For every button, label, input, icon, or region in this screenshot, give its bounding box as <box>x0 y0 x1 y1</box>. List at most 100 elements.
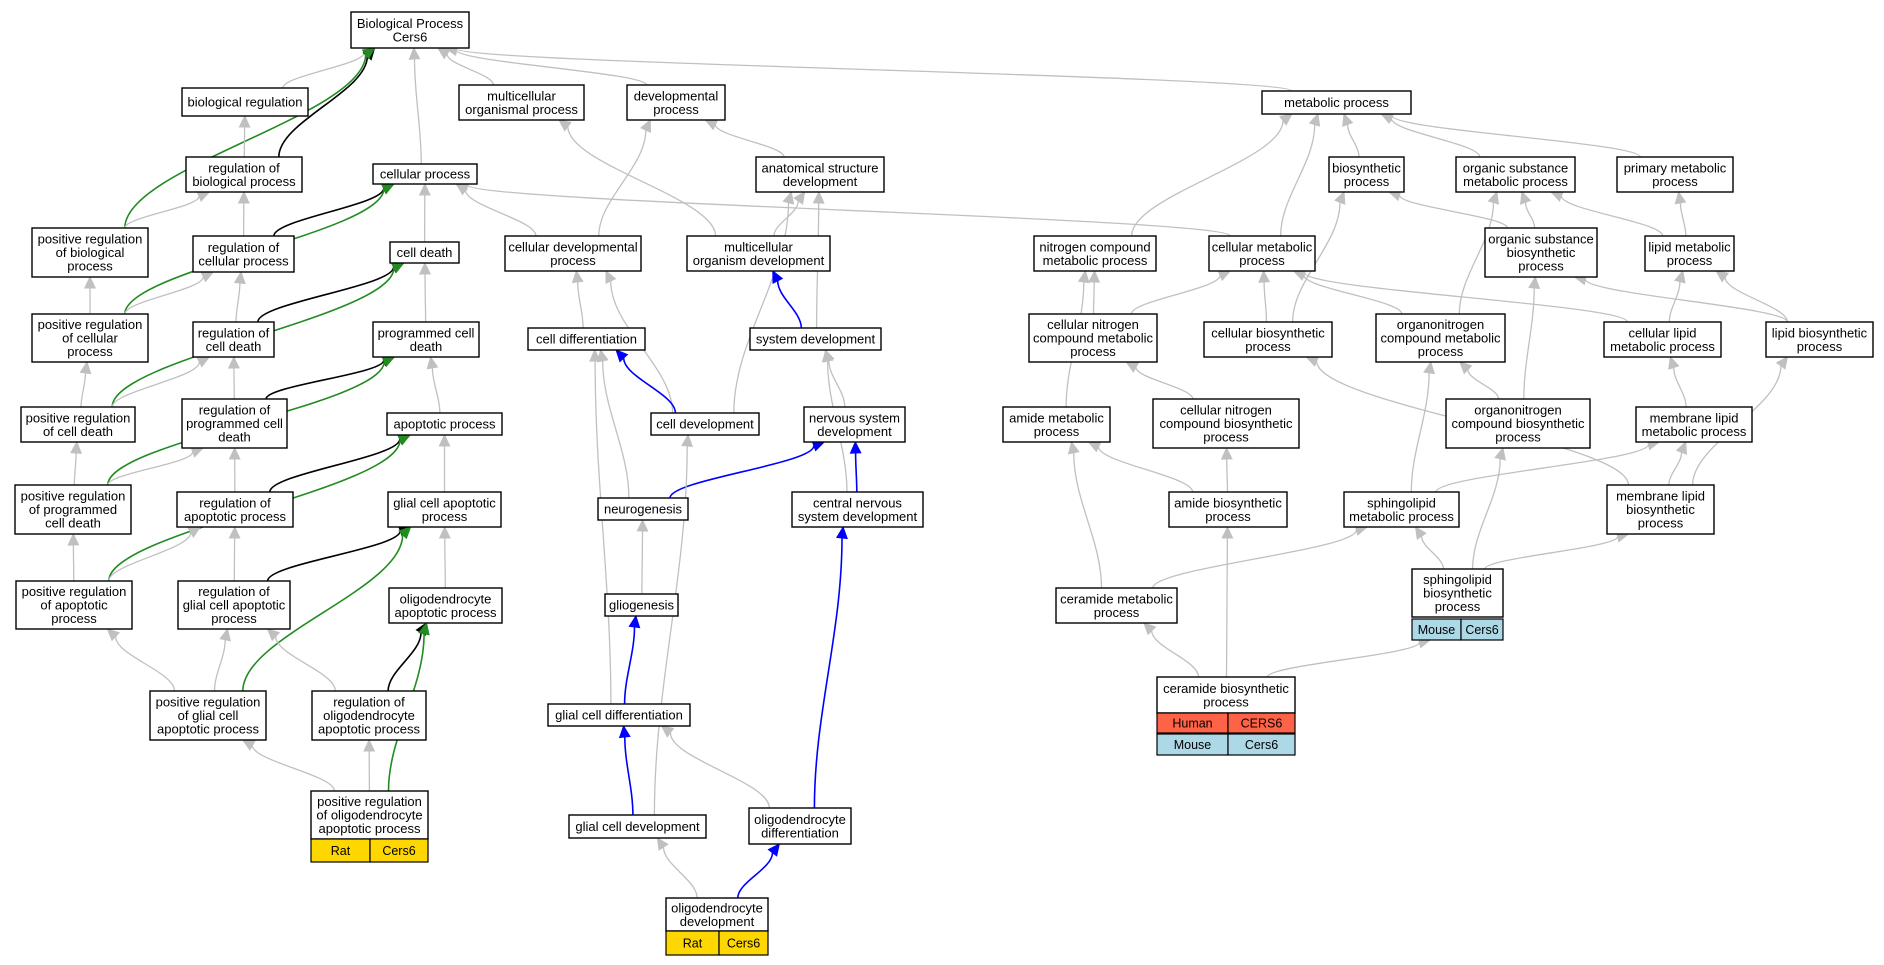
edge-posregapop-to-regapop <box>108 532 192 582</box>
arrowhead-nitmet-to-metab <box>1279 113 1293 126</box>
node-metab[interactable]: metabolic process <box>1261 90 1412 115</box>
edge-cellproc-to-bp <box>413 58 422 165</box>
node-gliogen[interactable]: gliogenesis <box>604 593 679 617</box>
node-cellproc[interactable]: cellular process <box>372 163 478 185</box>
node-label-line: apoptotic process <box>395 605 497 620</box>
node-celldev[interactable]: cell development <box>650 412 760 436</box>
node-box <box>748 807 852 845</box>
arrowhead-anat-to-devproc <box>704 119 719 131</box>
node-label-line: sphingolipid <box>1367 495 1436 510</box>
edge-glialdiff-to-gliogen <box>623 626 636 705</box>
edge-posregglial-to-glialapop <box>242 534 404 692</box>
node-label-line: process <box>1205 509 1251 524</box>
node-sysdev[interactable]: system development <box>749 327 882 351</box>
node-label-line: of biological <box>56 245 125 260</box>
node-glialdiff[interactable]: glial cell differentiation <box>547 703 691 727</box>
node-label-line: death <box>218 430 251 445</box>
node-glialdev[interactable]: glial cell development <box>568 814 707 839</box>
edge-bioreg-to-bp <box>282 52 366 89</box>
node-label-line: glial cell development <box>575 819 700 834</box>
node-label-line: organismal process <box>465 102 578 117</box>
node-bioreg[interactable]: biological regulation <box>181 87 309 117</box>
edge-regcell-to-cellproc <box>273 188 385 237</box>
node-celldiff[interactable]: cell differentiation <box>527 327 646 351</box>
node-label-line: development <box>817 424 892 439</box>
arrowhead-celldeath-to-cellproc <box>418 182 431 196</box>
arrowhead-cerabio-to-ceramet <box>1143 622 1157 636</box>
node-label-line: metabolic process <box>1349 509 1454 524</box>
arrowhead-celldev-to-celldevproc <box>605 269 617 284</box>
node-label-line: system development <box>756 332 876 347</box>
edge-celldiff-to-celldevproc <box>577 281 584 329</box>
node-neurogen[interactable]: neurogenesis <box>597 497 689 521</box>
node-label-line: process <box>1518 259 1564 274</box>
arrowhead-lipbiosyn-to-lipmet <box>1715 270 1730 283</box>
node-box <box>1765 321 1874 358</box>
edge-glialdev-to-glialdiff <box>624 736 634 816</box>
arrowhead-regoligoapop-to-regglialapop <box>266 628 281 642</box>
arrowhead-posregoligo-to-oligoapop <box>418 621 430 636</box>
edge-regapop-to-apop <box>269 438 401 493</box>
arrowhead-sysdev-to-multorgdev <box>772 269 784 285</box>
node-label-line: process <box>1344 174 1390 189</box>
arrowhead-gliogen-to-neurogen <box>636 518 649 532</box>
arrowhead-celldevproc-to-devproc <box>640 118 652 133</box>
node-celldeath[interactable]: cell death <box>389 241 460 264</box>
node-apop[interactable]: apoptotic process <box>386 412 503 436</box>
node-label-line: process <box>1638 516 1684 531</box>
node-label-line: positive regulation <box>21 489 126 504</box>
edge-posregglial-to-posregapop <box>114 636 176 692</box>
node-label-line: gliogenesis <box>609 598 675 613</box>
arrowhead-multorgdev-to-anat <box>793 191 806 205</box>
